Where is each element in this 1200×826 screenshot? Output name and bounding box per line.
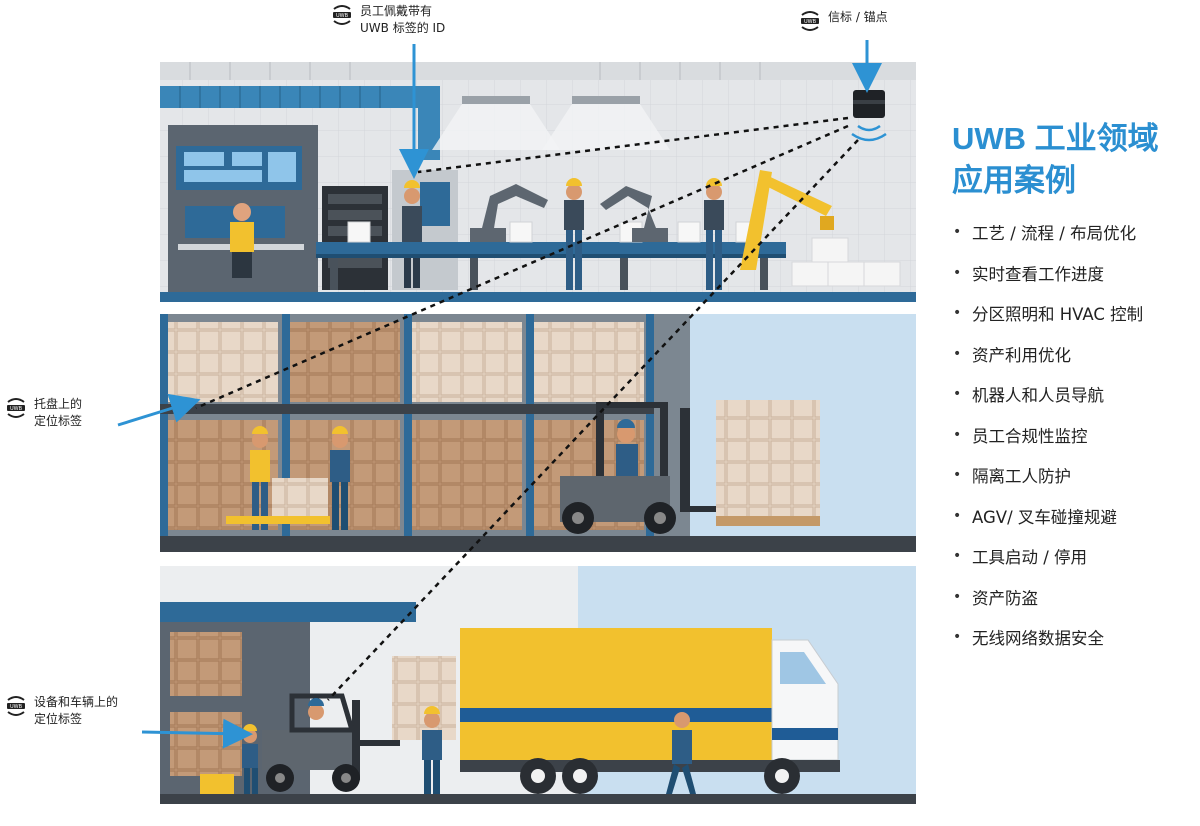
factory-floor	[160, 62, 916, 302]
warehouse-floor	[160, 314, 916, 552]
panel-title-line1: UWB 工业领域	[952, 121, 1159, 156]
list-item: 实时查看工作进度	[952, 253, 1197, 294]
svg-text:UWB: UWB	[804, 19, 817, 25]
svg-text:UWB: UWB	[10, 406, 23, 412]
list-item: 机器人和人员导航	[952, 374, 1197, 415]
list-item: 隔离工人防护	[952, 455, 1197, 496]
uwb-anchor-device	[851, 90, 887, 142]
panel-title-line2: 应用案例	[952, 163, 1076, 198]
callout-anchor-line1: 信标 / 锚点	[828, 10, 888, 24]
loading-dock-floor	[160, 566, 916, 804]
callout-pallet-tag-line1: 托盘上的	[34, 397, 83, 411]
panel-title: UWB 工业领域 应用案例	[952, 118, 1192, 202]
uwb-icon: UWB	[4, 694, 28, 718]
signal-lines	[195, 116, 859, 701]
use-case-list: 工艺 / 流程 / 布局优化 实时查看工作进度 分区照明和 HVAC 控制 资产…	[952, 212, 1197, 658]
list-item: 员工合规性监控	[952, 415, 1197, 456]
callout-vehicle-tag-line2: 定位标签	[34, 712, 83, 726]
callout-anchor: UWB 信标 / 锚点	[798, 9, 888, 33]
delivery-truck	[460, 628, 840, 794]
svg-text:UWB: UWB	[336, 13, 349, 19]
uwb-icon: UWB	[4, 396, 28, 420]
list-item: 资产防盗	[952, 577, 1197, 618]
callout-worker-tag-line2: UWB 标签的 ID	[360, 21, 446, 35]
list-item: 工具启动 / 停用	[952, 536, 1197, 577]
callout-worker-tag-line1: 员工佩戴带有	[360, 4, 433, 18]
uwb-icon: UWB	[798, 9, 822, 33]
svg-text:UWB: UWB	[10, 704, 23, 710]
callout-vehicle-tag: UWB 设备和车辆上的 定位标签	[4, 694, 118, 728]
callout-pallet-tag-line2: 定位标签	[34, 414, 83, 428]
pointer-arrows	[117, 40, 882, 749]
callout-worker-tag: UWB 员工佩戴带有 UWB 标签的 ID	[330, 3, 445, 37]
list-item: 资产利用优化	[952, 334, 1197, 375]
list-item: 工艺 / 流程 / 布局优化	[952, 212, 1197, 253]
list-item: AGV/ 叉车碰撞规避	[952, 496, 1197, 537]
uwb-icon: UWB	[330, 3, 354, 27]
callout-pallet-tag: UWB 托盘上的 定位标签	[4, 396, 82, 430]
callout-vehicle-tag-line1: 设备和车辆上的	[34, 695, 119, 709]
list-item: 分区照明和 HVAC 控制	[952, 293, 1197, 334]
list-item: 无线网络数据安全	[952, 617, 1197, 658]
